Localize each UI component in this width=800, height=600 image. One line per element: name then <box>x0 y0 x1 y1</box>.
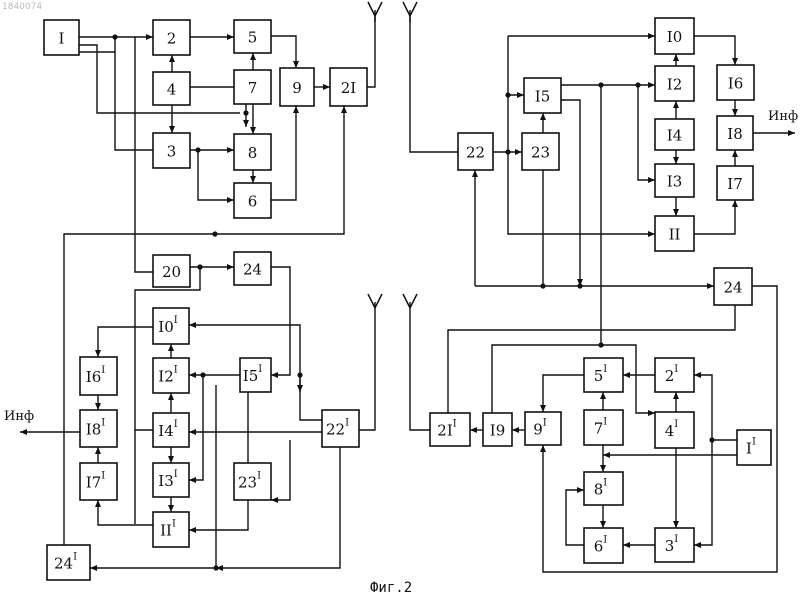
block-label: 8 <box>248 144 258 162</box>
block-c12: I2I <box>153 358 189 393</box>
output-label-right: Инф <box>768 109 798 124</box>
block-a6: 6 <box>234 183 271 218</box>
block-b12: I2 <box>655 66 694 101</box>
block-c15: I5I <box>240 358 271 392</box>
block-label: I3 <box>667 173 682 191</box>
block-d21: 2II <box>430 413 470 446</box>
block-c10: I0I <box>153 308 189 344</box>
figure-caption: Фиг.2 <box>370 580 412 596</box>
block-label: I <box>59 30 65 48</box>
block-b22: 22 <box>458 133 493 170</box>
block-b15: I5 <box>524 78 561 113</box>
block-label: I5 <box>535 88 550 106</box>
block-d6: 6I <box>584 528 623 563</box>
block-c22: 22I <box>322 410 359 447</box>
block-d7: 7I <box>584 410 623 445</box>
block-d5: 5I <box>584 358 623 392</box>
block-label: 9 <box>292 79 302 97</box>
block-a2: 2 <box>153 20 190 55</box>
block-d1: II <box>737 430 771 465</box>
block-c16: I6I <box>80 357 117 395</box>
block-a20: 20 <box>153 255 190 287</box>
block-d2: 2I <box>655 358 694 392</box>
block-b24: 24 <box>714 268 752 305</box>
block-label: I0 <box>667 28 682 46</box>
block-d8: 8I <box>584 472 623 505</box>
block-label: 7 <box>248 79 258 97</box>
block-a9: 9 <box>280 68 314 106</box>
block-label: 22 <box>466 144 485 162</box>
block-c14: I4I <box>153 413 189 447</box>
block-label: 2I <box>341 79 357 97</box>
block-a3: 3 <box>153 133 190 168</box>
block-c11: III <box>153 512 189 547</box>
block-d19: I9 <box>483 413 512 446</box>
block-b11: II <box>655 216 694 251</box>
block-d9: 9I <box>525 412 561 445</box>
block-label: II <box>669 226 681 244</box>
block-b14: I4 <box>655 119 694 150</box>
block-label: 20 <box>162 263 181 281</box>
block-a1: I <box>44 20 79 55</box>
block-c24: 24I <box>47 545 90 580</box>
blocks: I245738692I2024I0I2I4I3III52223I6I8I724I… <box>44 18 771 580</box>
block-a7: 7 <box>234 70 271 104</box>
block-label: 5 <box>248 29 258 47</box>
block-a24: 24 <box>234 252 271 285</box>
block-label: 4 <box>167 81 177 99</box>
block-label: I8 <box>727 125 742 143</box>
block-label: 24 <box>723 279 742 297</box>
block-frame <box>655 412 694 448</box>
block-b13: I3 <box>655 164 694 197</box>
block-label: 24 <box>243 261 262 279</box>
block-d3: 3I <box>655 528 694 562</box>
block-label: I6 <box>728 75 743 93</box>
block-b17: I7 <box>717 166 753 200</box>
block-a5: 5 <box>234 20 271 53</box>
block-label: I7 <box>727 175 742 193</box>
block-c23: 23I <box>234 463 271 500</box>
block-a4: 4 <box>153 72 190 105</box>
block-label: 3 <box>167 143 177 161</box>
block-b18: I8 <box>717 116 753 150</box>
block-c13: I3I <box>153 463 189 497</box>
block-label: 6 <box>248 193 258 211</box>
output-label-left: Инф <box>4 409 34 424</box>
block-a8: 8 <box>234 134 271 170</box>
block-b23: 23 <box>522 133 559 170</box>
block-label: 2 <box>167 30 177 48</box>
block-a21: 2I <box>330 68 367 106</box>
block-label: I2 <box>667 76 682 94</box>
block-c18: I8I <box>80 410 117 447</box>
watermark: 1840074 <box>2 2 42 12</box>
block-label: I4 <box>667 127 682 145</box>
block-b16: I6 <box>717 65 754 100</box>
block-d4: 4I <box>655 412 694 448</box>
block-c17: I7I <box>80 463 117 500</box>
block-label: 23 <box>531 144 550 162</box>
block-label: I9 <box>490 422 505 440</box>
block-b10: I0 <box>655 18 694 54</box>
